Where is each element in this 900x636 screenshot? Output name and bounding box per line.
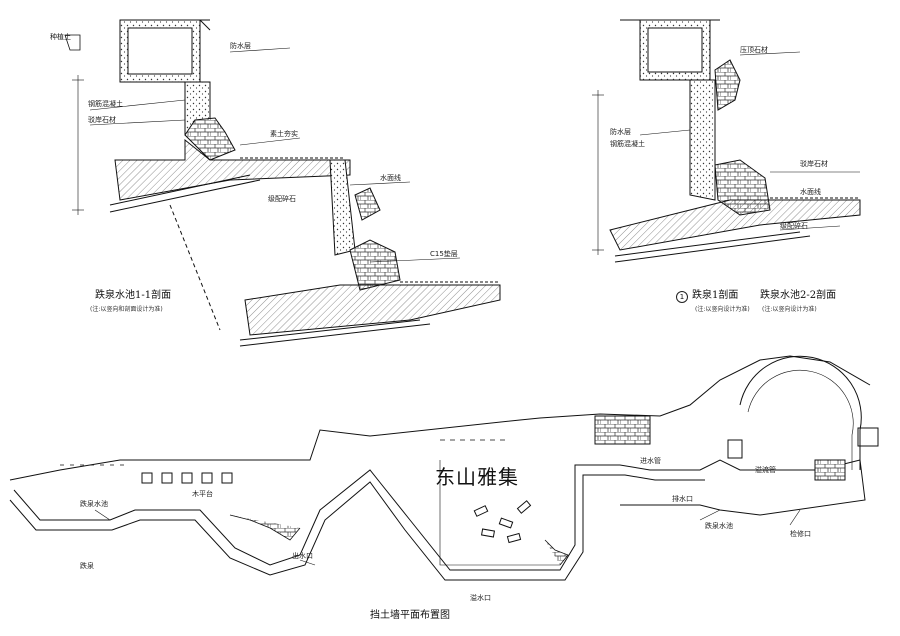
section-a-title: 跌泉水池1-1剖面 [95, 290, 172, 301]
plan-label-7: 跌泉水池 [705, 522, 733, 530]
section-a-label-3: 钢筋混凝土 [88, 100, 123, 108]
section-b-title-2: 跌泉水池2-2剖面 [760, 290, 837, 301]
section-a-label-7: 级配碎石 [268, 195, 296, 203]
section-a-label-1: 种植土 [50, 33, 71, 41]
plan-title: 挡土墙平面布置图 [370, 610, 450, 621]
section-a-label-5: 素土夯实 [270, 130, 298, 138]
section-b-title: 跌泉1剖面 [692, 290, 739, 301]
place-name-title: 东山雅集 [435, 465, 519, 489]
section-a-label-2: 防水层 [230, 42, 251, 50]
section-b-marker: 1 [676, 291, 688, 303]
section-b-drawing [592, 19, 861, 263]
plan-label-3: 跌泉 [80, 562, 94, 570]
section-b-label-5: 水面线 [800, 188, 821, 196]
section-b-label-1: 压顶石材 [740, 46, 768, 54]
section-a-label-4: 驳岸石材 [88, 116, 116, 124]
plan-label-1: 跌泉水池 [80, 500, 108, 508]
section-b-note-2: (注:以竖向设计为准) [762, 306, 817, 313]
plan-label-8: 排水口 [672, 495, 693, 503]
plan-label-5: 溢水口 [470, 594, 491, 602]
plan-label-9: 溢流管 [755, 466, 776, 474]
plan-label-4: 出水口 [292, 552, 313, 560]
section-b-label-3: 钢筋混凝土 [610, 140, 645, 148]
section-a-label-8: C15垫层 [430, 250, 458, 258]
section-a-label-6: 水面线 [380, 174, 401, 182]
plan-label-10: 检修口 [790, 530, 811, 538]
section-b-label-2: 防水层 [610, 128, 631, 136]
section-a-drawing [64, 19, 501, 347]
section-b-label-4: 驳岸石材 [800, 160, 828, 168]
plan-label-6: 进水管 [640, 457, 661, 465]
section-b-note: (注:以竖向设计为准) [695, 306, 750, 313]
section-b-label-6: 级配碎石 [780, 222, 808, 230]
plan-label-2: 木平台 [192, 490, 213, 498]
plan-drawing [9, 355, 879, 581]
section-a-note: (注:以竖向和剖面设计为准) [90, 306, 163, 313]
